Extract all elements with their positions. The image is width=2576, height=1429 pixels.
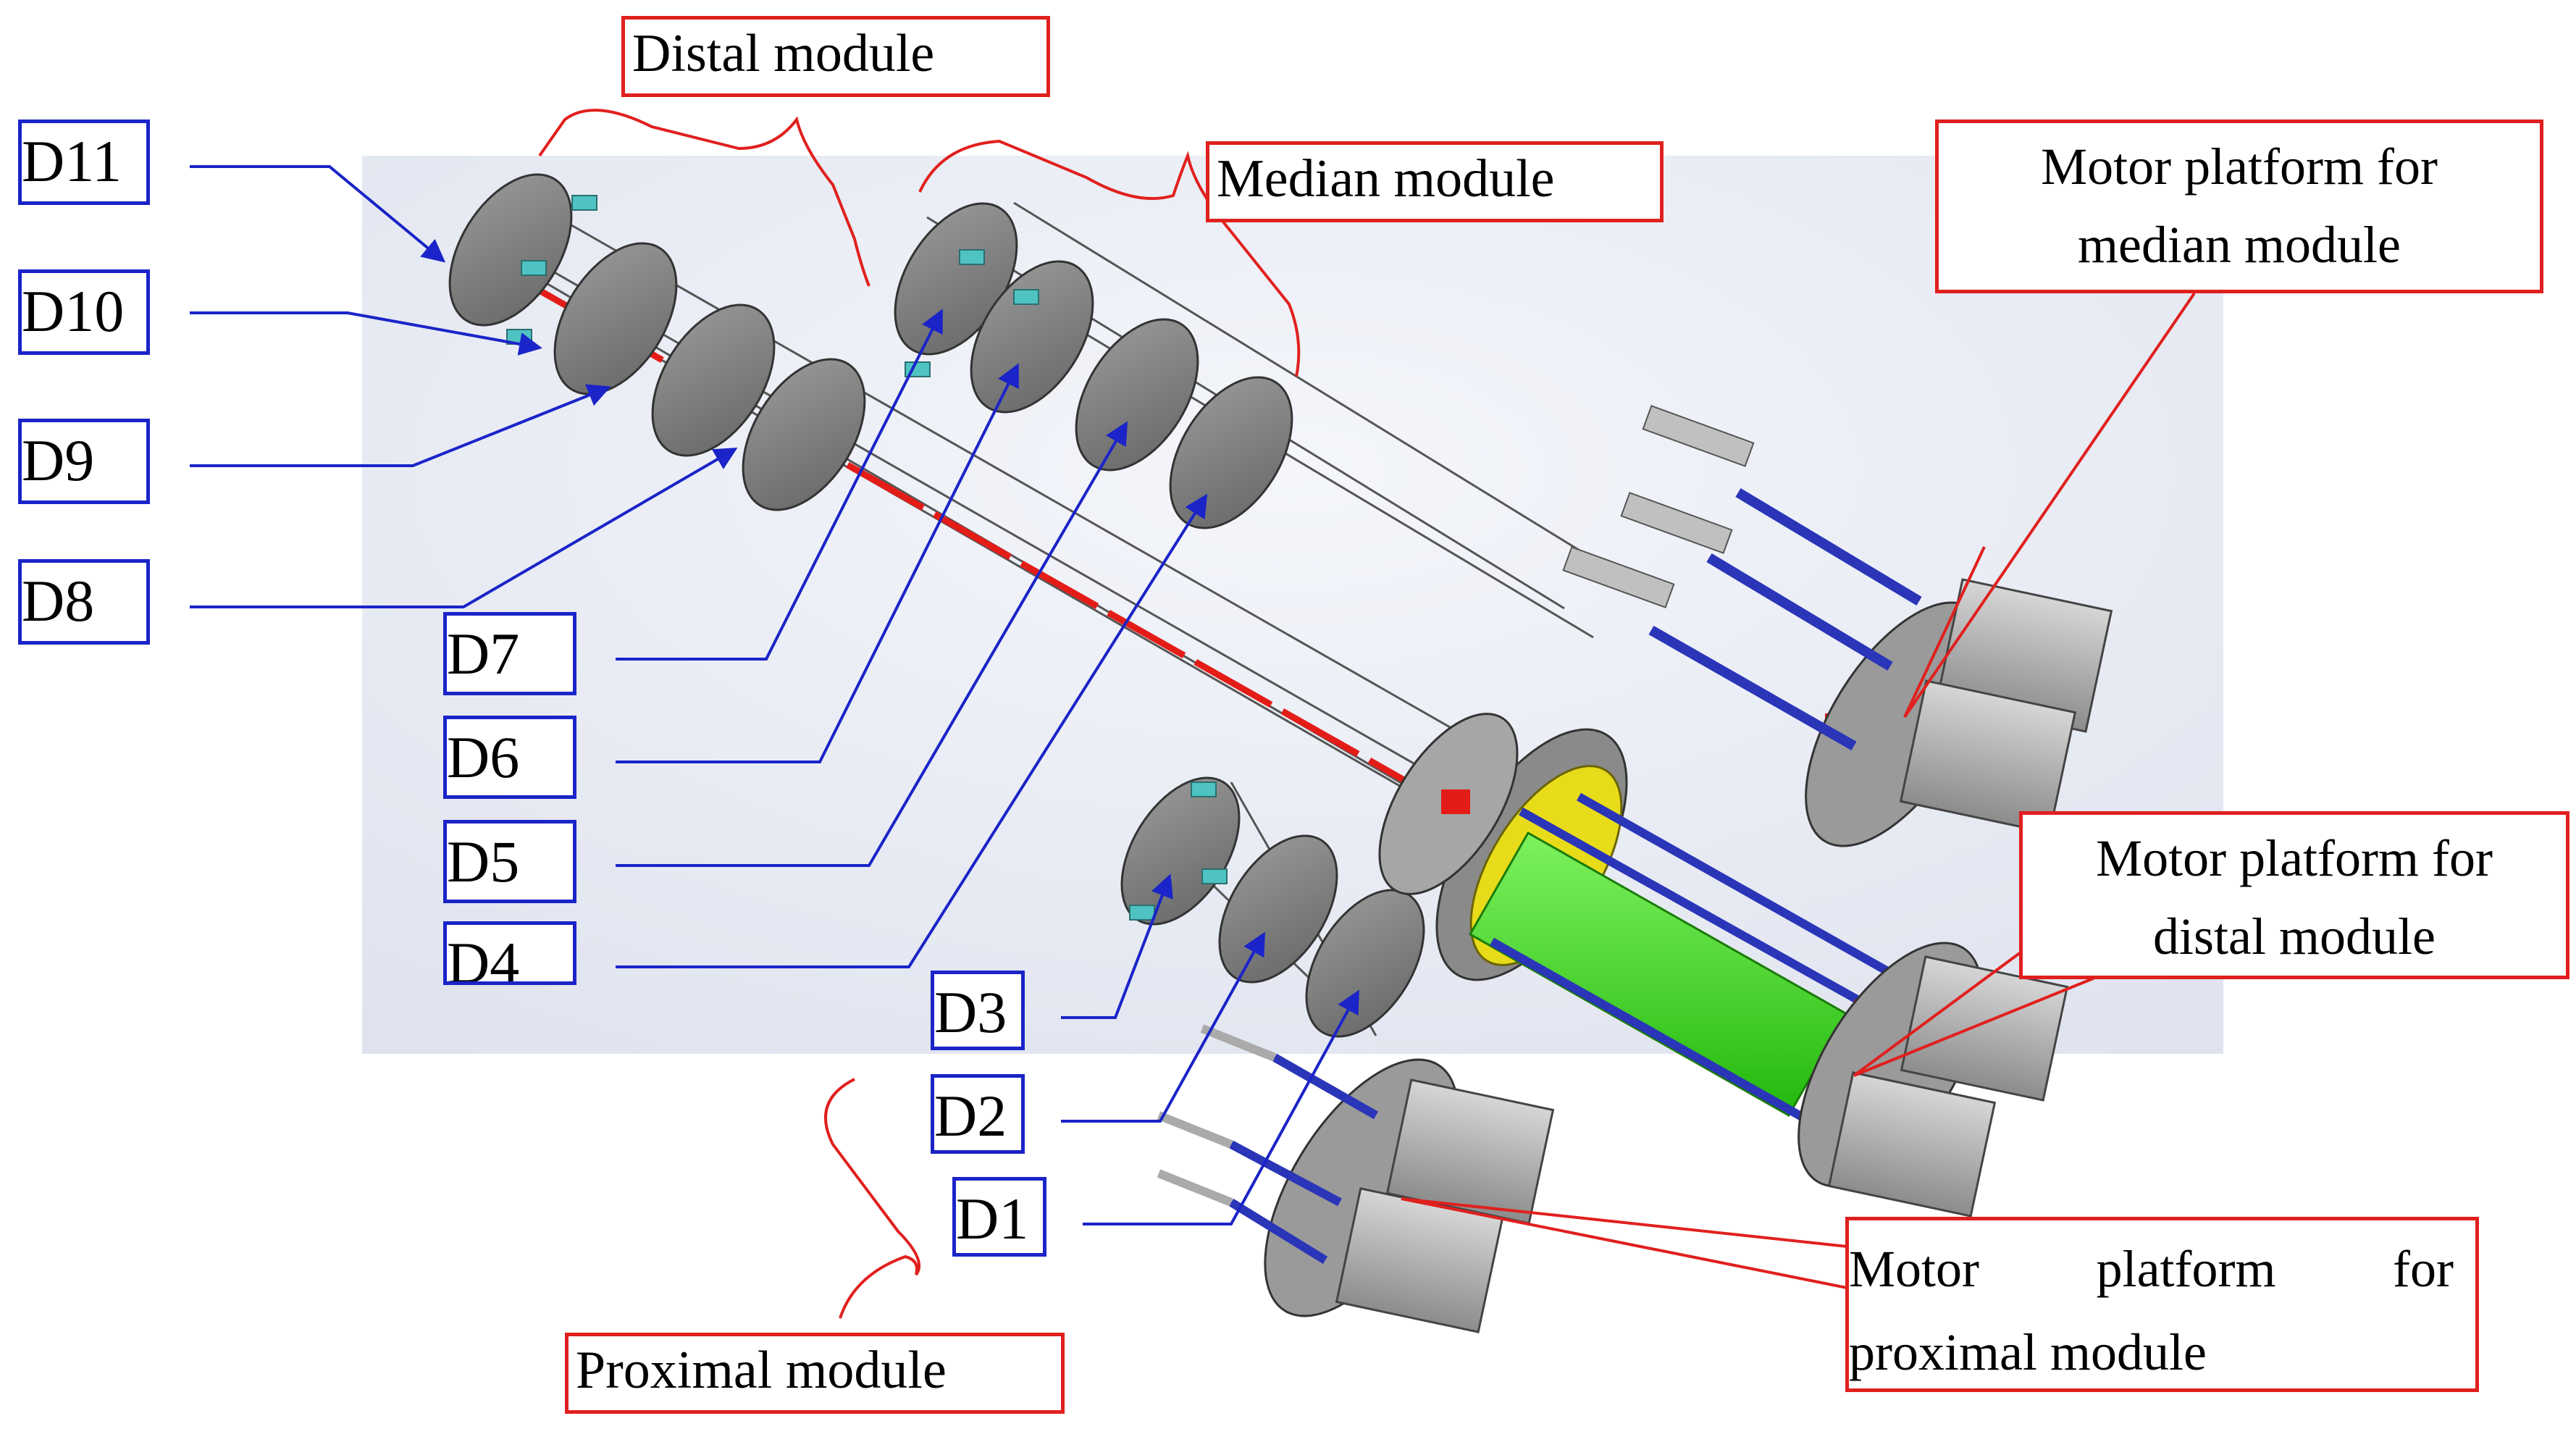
median-connectors xyxy=(905,249,1039,377)
label-motor-platform-proximal-line2: proximal module xyxy=(1849,1323,2207,1382)
proximal-word-platform: platform xyxy=(2096,1240,2276,1298)
label-motor-platform-distal-line1: Motor platform for xyxy=(2096,829,2493,887)
label-d9: D9 xyxy=(18,419,150,504)
distal-disks xyxy=(448,173,866,511)
label-motor-platform-proximal-line1: Motor platform for xyxy=(1849,1228,2454,1311)
median-motor-platform xyxy=(1562,405,2113,847)
label-median-module: Median module xyxy=(1206,141,1664,222)
distal-motor-platform xyxy=(1797,942,2069,1218)
spring-body xyxy=(1468,831,1849,1118)
label-d8: D8 xyxy=(18,559,150,645)
label-d2: D2 xyxy=(931,1074,1025,1154)
label-proximal-module: Proximal module xyxy=(565,1333,1065,1414)
proximal-brace xyxy=(824,1078,920,1319)
proximal-motor-platform xyxy=(1157,1024,1555,1333)
label-motor-platform-median: Motor platform for median module xyxy=(1935,120,2543,293)
proximal-word-for: for xyxy=(2393,1240,2454,1298)
proximal-connectors xyxy=(1129,781,1228,921)
label-d1: D1 xyxy=(952,1177,1046,1257)
label-motor-platform-median-line2: median module xyxy=(2078,216,2401,274)
label-d5: D5 xyxy=(443,820,576,903)
label-motor-platform-distal: Motor platform for distal module xyxy=(2019,811,2569,979)
label-distal-module: Distal module xyxy=(621,16,1050,97)
label-d6: D6 xyxy=(443,716,576,799)
platform-leaders xyxy=(1401,292,2196,1291)
proximal-word-motor: Motor xyxy=(1849,1240,1979,1298)
label-d11: D11 xyxy=(18,120,150,205)
disk-leaders xyxy=(190,165,1359,1225)
distal-brace xyxy=(538,109,870,287)
label-motor-platform-distal-line2: distal module xyxy=(2153,908,2436,965)
central-red-rod xyxy=(498,265,1487,829)
label-d4: D4 xyxy=(443,921,576,985)
label-d3: D3 xyxy=(931,971,1025,1050)
label-motor-platform-proximal: Motor platform for proximal module xyxy=(1845,1217,2479,1392)
label-d7: D7 xyxy=(443,612,576,695)
label-motor-platform-median-line1: Motor platform for xyxy=(2041,138,2438,196)
median-brace xyxy=(918,139,1301,377)
blue-guide-rods xyxy=(1490,792,1914,1134)
label-d10: D10 xyxy=(18,269,150,355)
